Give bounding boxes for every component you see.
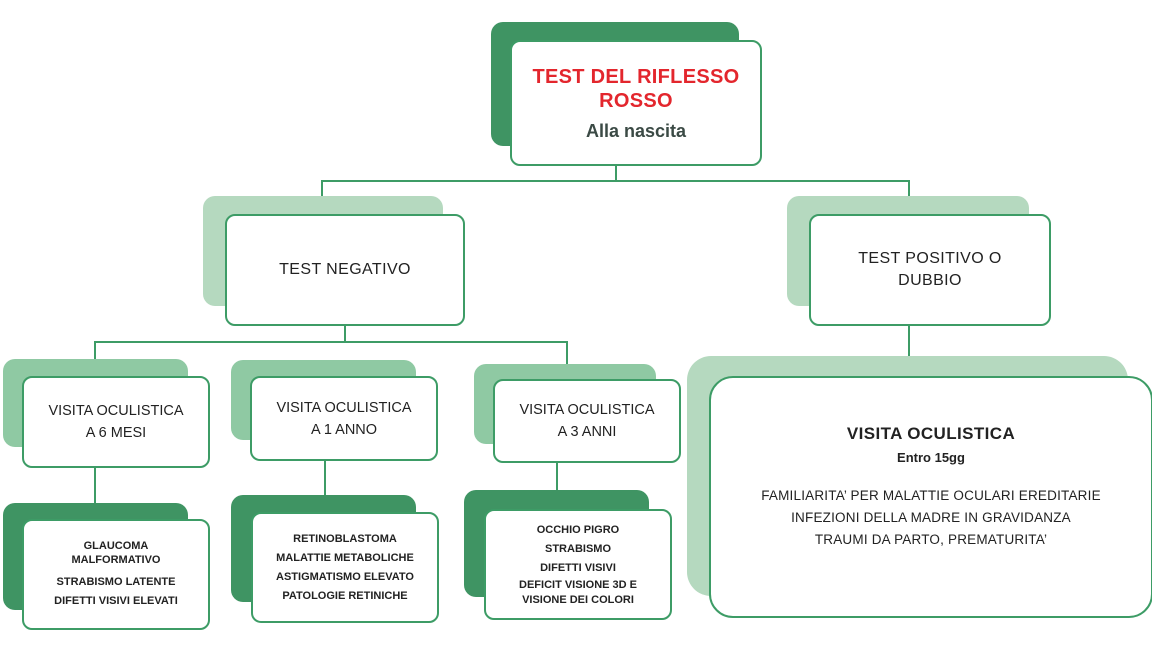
negative-node: TEST NEGATIVO (225, 214, 465, 326)
visit-1-year: VISITA OCULISTICA A 1 ANNO (250, 376, 438, 461)
urgent-items: FAMILIARITA’ PER MALATTIE OCULARI EREDIT… (761, 485, 1101, 551)
finding-item: DEFICIT VISIONE 3D E (519, 579, 637, 591)
finding-item: DIFETTI VISIVI ELEVATI (54, 594, 178, 607)
finding-item: MALFORMATIVO (71, 553, 161, 566)
finding-item: STRABISMO (545, 543, 611, 555)
urgent-visit: VISITA OCULISTICA Entro 15gg FAMILIARITA… (709, 376, 1152, 618)
finding-item: DIFETTI VISIVI (540, 562, 616, 574)
connector (321, 180, 910, 182)
connector (94, 467, 96, 503)
positive-label-line2: DUBBIO (898, 272, 962, 289)
positive-label-line1: TEST POSITIVO O (858, 250, 1002, 267)
root-subtitle: Alla nascita (585, 120, 687, 141)
finding-item: ASTIGMATISMO ELEVATO (276, 570, 414, 583)
connector (908, 180, 910, 198)
connector (566, 341, 568, 364)
connector (324, 459, 326, 495)
findings-1-year: RETINOBLASTOMA MALATTIE METABOLICHE ASTI… (251, 512, 439, 623)
visit-label-line2: A 3 ANNI (557, 424, 617, 440)
urgent-title: VISITA OCULISTICA (846, 424, 1016, 443)
finding-item: RETINOBLASTOMA (293, 532, 397, 545)
finding-item: STRABISMO LATENTE (56, 575, 176, 588)
visit-label-line1: VISITA OCULISTICA (48, 403, 184, 419)
visit-3-years: VISITA OCULISTICA A 3 ANNI (493, 379, 681, 463)
visit-label-line1: VISITA OCULISTICA (519, 402, 655, 418)
positive-node: TEST POSITIVO O DUBBIO (809, 214, 1051, 326)
connector (615, 164, 617, 181)
findings-6-months: GLAUCOMA MALFORMATIVO STRABISMO LATENTE … (22, 519, 210, 630)
connector (344, 325, 346, 342)
visit-label-line2: A 1 ANNO (310, 421, 378, 438)
urgent-item: INFEZIONI DELLA MADRE IN GRAVIDANZA (791, 510, 1071, 525)
urgent-item: TRAUMI DA PARTO, PREMATURITA’ (814, 532, 1048, 547)
finding-item: MALATTIE METABOLICHE (276, 551, 414, 564)
connector (908, 325, 910, 358)
urgent-item: FAMILIARITA’ PER MALATTIE OCULARI EREDIT… (761, 488, 1101, 503)
connector (94, 341, 96, 361)
connector (321, 180, 323, 198)
finding-item: PATOLOGIE RETINICHE (282, 589, 408, 602)
visit-6-months: VISITA OCULISTICA A 6 MESI (22, 376, 210, 468)
connector (94, 341, 568, 343)
root-title-line1: TEST DEL RIFLESSO (532, 65, 740, 88)
finding-item: GLAUCOMA (83, 539, 149, 552)
negative-label: TEST NEGATIVO (279, 261, 411, 278)
findings-3-years: OCCHIO PIGRO STRABISMO DIFETTI VISIVI DE… (484, 509, 672, 620)
root-title-line2: ROSSO (599, 89, 673, 112)
urgent-subtitle: Entro 15gg (897, 450, 965, 465)
finding-item: VISIONE DEI COLORI (522, 594, 634, 606)
root-node: TEST DEL RIFLESSO ROSSO Alla nascita (510, 40, 762, 166)
finding-item: OCCHIO PIGRO (536, 524, 620, 536)
visit-label-line2: A 6 MESI (85, 425, 147, 441)
visit-label-line1: VISITA OCULISTICA (276, 399, 412, 416)
connector (556, 461, 558, 490)
